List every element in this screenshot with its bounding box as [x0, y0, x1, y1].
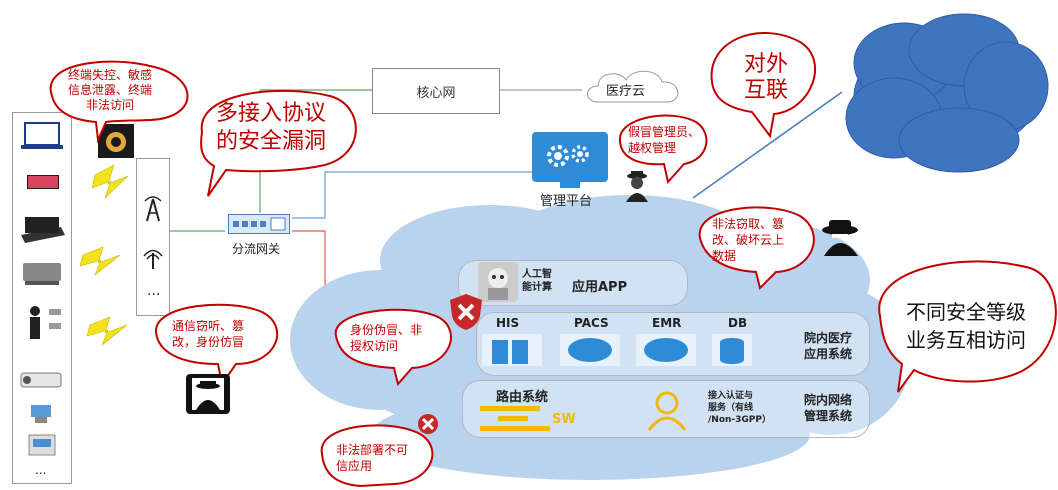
access-auth-label: 接入认证与 服务（有线 /Non-3GPP）: [708, 391, 771, 425]
medical-system-icons: [482, 334, 752, 366]
access-point-box: ...: [136, 158, 170, 316]
illegal-deploy-text: 非法部署不可 信应用: [336, 443, 409, 473]
sw-label: SW: [552, 412, 576, 427]
spy-icon: [822, 220, 858, 256]
identity-attack-text: 身份伪冒、非 授权访问: [350, 323, 423, 353]
pacs-label: PACS: [574, 316, 609, 330]
hacker-icon: [626, 171, 648, 202]
emr-label: EMR: [652, 316, 682, 330]
ap-ellipsis: ...: [147, 283, 161, 299]
block-icon: [418, 414, 438, 434]
medical-cloud-shape: [587, 70, 679, 103]
cloud-attack-text: 非法窃取、篡 改、破坏云上 数据: [712, 217, 785, 263]
app-label: 应用APP: [572, 280, 628, 295]
his-label: HIS: [496, 316, 520, 330]
hospital-net-mgmt-label: 院内网络 管理系统: [804, 393, 853, 423]
camera-device-icon: [98, 124, 134, 158]
internet-cloud: [845, 13, 1049, 173]
terminal-devices-panel: ...: [12, 112, 72, 484]
db-label: DB: [728, 316, 748, 330]
mgmt-platform-icon: [532, 132, 608, 182]
user-auth-icon: [647, 391, 687, 431]
ai-robot-icon: [478, 262, 518, 302]
routing-icon: [480, 406, 550, 431]
shield-block-icon: [450, 294, 482, 330]
split-gateway-label: 分流网关: [232, 242, 281, 256]
split-gateway-icon: [228, 214, 290, 234]
devices-ellipsis: ...: [35, 463, 47, 477]
core-network-box: 核心网: [372, 68, 500, 114]
cross-level-text: 不同安全等级 业务互相访问: [906, 300, 1026, 352]
mgmt-stand: [560, 182, 580, 188]
internet-label: 互联 网: [10, 1, 50, 51]
hospital-med-sys-label: 院内医疗 应用系统: [804, 331, 853, 361]
mgmt-platform-label: 管理平台: [540, 194, 593, 209]
spy-device-icon: [186, 374, 230, 414]
external-link-text: 对外 互联: [744, 52, 789, 103]
ai-label: 人工智 能计算: [522, 269, 552, 293]
medical-cloud-label: 医疗云: [606, 84, 646, 99]
fake-admin-text: 假冒管理员、 越权管理: [628, 125, 701, 155]
multi-access-text: 多接入协议 的安全漏洞: [216, 101, 327, 154]
terminal-risk-text: 终端失控、敏感 信息泄露、终端 非法访问: [68, 68, 153, 112]
routing-label: 路由系统: [496, 390, 549, 405]
comm-attack-text: 通信窃听、篡 改，身份仿冒: [172, 319, 245, 349]
